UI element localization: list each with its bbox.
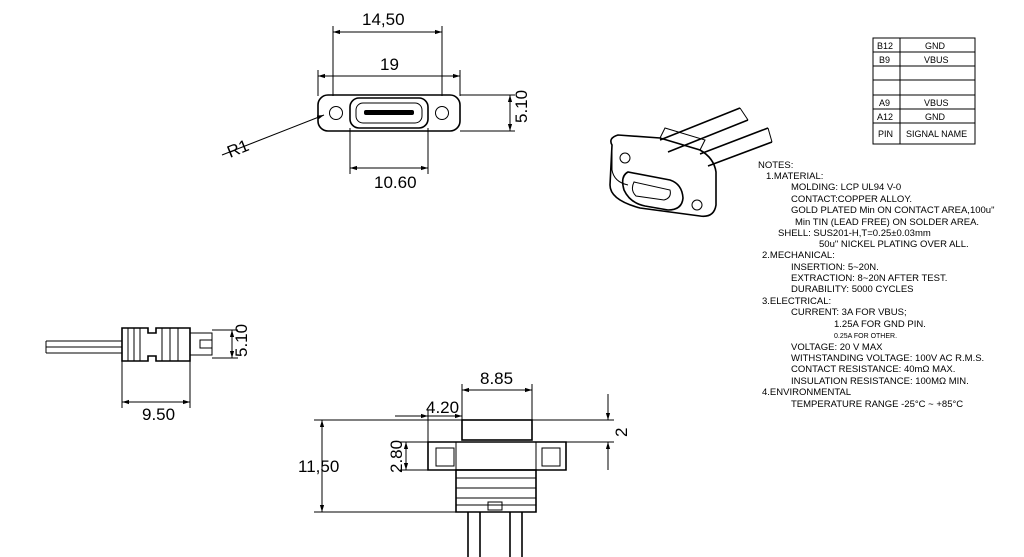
front-right-hole [435,106,449,120]
note-line: SHELL: SUS201-H,T=0.25±0.03mm [778,228,931,239]
note-line: 3.ELECTRICAL: [762,296,831,307]
note-line: 1.25A FOR GND PIN. [834,319,926,330]
dim-side-length: 9.50 [142,405,175,424]
signal-cell-5: GND [925,112,946,122]
front-receptacle-outer [349,97,429,129]
dim-front-radius: R1 [224,136,251,162]
note-line: 4.ENVIRONMENTAL [762,387,851,398]
signal-cell-4: VBUS [924,98,949,108]
dim-front-width-top: 14,50 [362,10,405,29]
pin-cell-0: B12 [877,41,893,51]
note-line: TEMPERATURE RANGE -25°C ~ +85°C [791,399,963,410]
iso-left-hole [619,152,631,164]
pin-table: B12 GND B9 VBUS A9 VBUS A12 GND PIN SIGN… [872,37,976,145]
dim-bottom-flange: 8.85 [480,369,513,388]
dim-side-height: 5.10 [232,324,251,357]
notes-block: NOTES: 1.MATERIAL: MOLDING: LCP UL94 V-0… [758,160,994,410]
dim-front-width-holes: 19 [380,55,399,74]
bottom-view: 8.85 4.20 2.80 11,50 2 [298,369,631,557]
iso-receptacle [621,171,684,211]
dim-bottom-thickness: 2 [612,428,631,437]
note-line: CONTACT:COPPER ALLOY. [791,194,912,205]
note-line: 0.25A FOR OTHER. [834,333,897,340]
note-line: WITHSTANDING VOLTAGE: 100V AC R.M.S. [791,353,984,364]
pin-cell-1: B9 [879,55,890,65]
dim-bottom-total-height: 11,50 [298,457,339,476]
iso-right-hole [691,199,703,211]
front-flange [317,94,461,132]
note-line: CURRENT: 3A FOR VBUS; [791,307,907,318]
side-shell [189,332,213,356]
note-line: GOLD PLATED Min ON CONTACT AREA,100u" [791,205,994,216]
pin-cell-4: A9 [879,98,890,108]
front-left-hole [329,106,343,120]
signal-cell-1: VBUS [924,55,949,65]
note-line: NOTES: [758,160,793,171]
iso-body [609,134,717,218]
front-receptacle-inner [355,102,423,124]
note-line: CONTACT RESISTANCE: 40mΩ MAX. [791,364,955,375]
pin-cell-6: PIN [878,129,893,139]
note-line: EXTRACTION: 8~20N AFTER TEST. [791,273,947,284]
note-line: 50u" NICKEL PLATING OVER ALL. [819,239,969,250]
front-tongue [364,110,414,115]
note-line: MOLDING: LCP UL94 V-0 [791,182,901,193]
bottom-top-plate [461,419,533,441]
note-line: INSERTION: 5~20N. [791,262,879,273]
side-body [121,327,191,362]
signal-cell-6: SIGNAL NAME [906,129,967,139]
front-view: 14,50 19 5.10 R1 10.60 [221,10,531,192]
note-line: Min TIN (LEAD FREE) ON SOLDER AREA. [795,217,979,228]
dim-bottom-step: 4.20 [426,398,459,417]
signal-cell-0: GND [925,41,946,51]
note-line: DURABILITY: 5000 CYCLES [791,284,914,295]
bottom-body [455,469,537,513]
note-line: VOLTAGE: 20 V MAX [791,342,883,353]
pin-cell-5: A12 [877,112,893,122]
note-line: 1.MATERIAL: [766,171,823,182]
dim-bottom-flange-height: 2.80 [387,440,406,473]
dim-front-width-bottom: 10.60 [374,173,417,192]
bottom-flange [427,441,567,471]
note-line: 2.MECHANICAL: [762,250,835,261]
note-line: INSULATION RESISTANCE: 100MΩ MIN. [791,376,969,387]
side-view: 5.10 9.50 [45,324,251,424]
dim-front-height: 5.10 [512,90,531,123]
isometric-view [609,107,773,218]
